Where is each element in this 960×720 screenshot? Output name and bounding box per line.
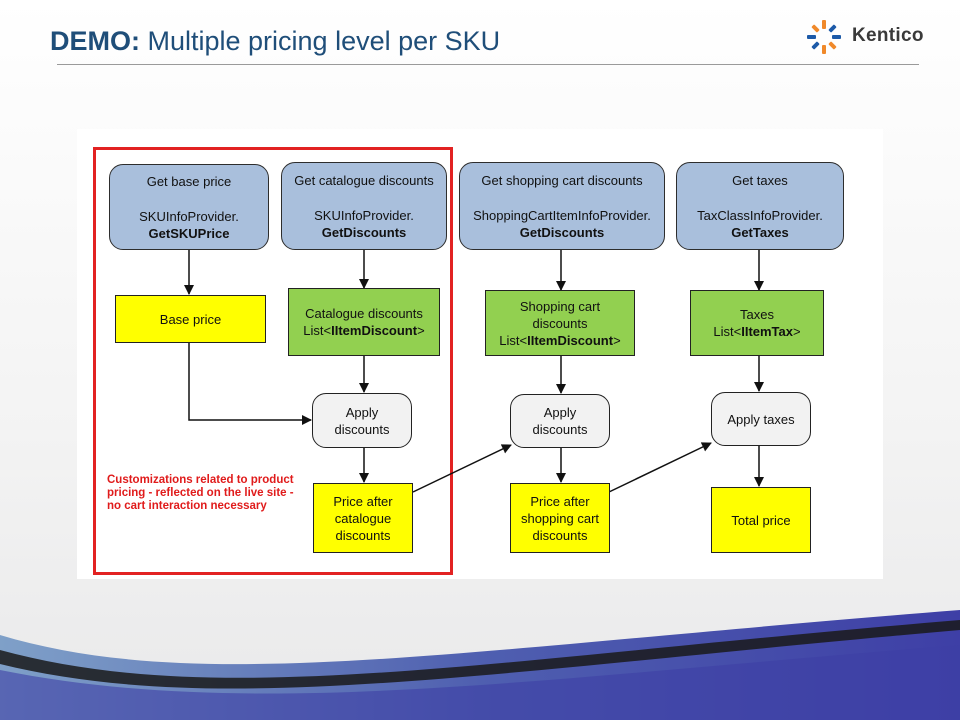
node-text: shopping cart — [520, 510, 600, 526]
node-text: Apply — [345, 404, 379, 420]
customization-note: Customizations related to product pricin… — [107, 474, 294, 512]
slide-title-rest: Multiple pricing level per SKU — [140, 26, 501, 56]
node-cart-discounts: Shopping cart discounts List<IItemDiscou… — [485, 290, 635, 356]
node-price-after-catalogue: Price after catalogue discounts — [313, 483, 413, 553]
node-text: TaxClassInfoProvider. — [697, 207, 823, 223]
kentico-logo-icon — [807, 20, 841, 54]
node-get-base-price: Get base price SKUInfoProvider. GetSKUPr… — [109, 164, 269, 250]
slide-title-bold: DEMO: — [50, 26, 140, 56]
node-text: SKUInfoProvider. — [139, 208, 239, 224]
node-price-after-cart: Price after shopping cart discounts — [510, 483, 610, 553]
node-text: Get base price — [146, 173, 232, 189]
node-text: SKUInfoProvider. — [314, 207, 414, 223]
node-type: List<IItemDiscount> — [499, 332, 621, 348]
node-get-cart-discounts: Get shopping cart discounts ShoppingCart… — [459, 162, 665, 250]
node-text: discounts — [532, 315, 588, 331]
node-text: Apply — [543, 405, 577, 420]
node-text: Get shopping cart discounts — [481, 172, 643, 188]
decorative-swoosh — [0, 610, 960, 720]
node-method: GetDiscounts — [321, 224, 407, 240]
node-text: discounts — [532, 527, 588, 543]
node-text: discounts — [335, 527, 391, 543]
arrow-price1-to-apply2 — [412, 444, 512, 493]
node-text: Apply taxes — [727, 411, 795, 427]
node-text: discounts — [532, 422, 588, 437]
node-base-price: Base price — [115, 295, 266, 343]
node-get-taxes: Get taxes TaxClassInfoProvider. GetTaxes — [676, 162, 844, 250]
node-taxes: Taxes List<IItemTax> — [690, 290, 824, 356]
node-text: Price after — [333, 493, 393, 509]
node-total-price: Total price — [711, 487, 811, 553]
node-apply-discounts-2: Apply discounts — [510, 394, 610, 448]
title-divider — [57, 64, 919, 65]
customization-highlight-frame — [93, 147, 453, 575]
node-get-catalogue-discounts: Get catalogue discounts SKUInfoProvider.… — [281, 162, 447, 250]
node-method: GetDiscounts — [519, 224, 605, 240]
node-method: GetSKUPrice — [148, 225, 230, 241]
node-text: Total price — [731, 512, 791, 528]
node-text: Taxes — [740, 307, 774, 322]
node-text: Get taxes — [732, 172, 788, 188]
node-type: List<IItemDiscount> — [303, 323, 425, 338]
node-text: Get catalogue discounts — [294, 172, 434, 188]
node-text: catalogue — [334, 510, 392, 526]
node-text: discounts — [334, 421, 390, 437]
node-text: Catalogue discounts — [305, 306, 423, 321]
node-text: ShoppingCartItemInfoProvider. — [473, 207, 651, 223]
node-apply-discounts-1: Apply discounts — [312, 393, 412, 448]
arrow-base-to-apply — [188, 343, 312, 425]
node-method: GetTaxes — [731, 224, 789, 240]
arrow-price2-to-applytax — [608, 442, 712, 493]
logo-text: Kentico — [852, 25, 924, 46]
node-type: List<IItemTax> — [713, 324, 801, 339]
node-text: Price after — [530, 493, 590, 509]
node-catalogue-discounts: Catalogue discounts List<IItemDiscount> — [288, 288, 440, 356]
node-text: Base price — [159, 311, 222, 327]
slide-title: DEMO: Multiple pricing level per SKU — [50, 26, 500, 57]
node-text: Shopping cart — [519, 298, 601, 314]
node-apply-taxes: Apply taxes — [711, 392, 811, 446]
